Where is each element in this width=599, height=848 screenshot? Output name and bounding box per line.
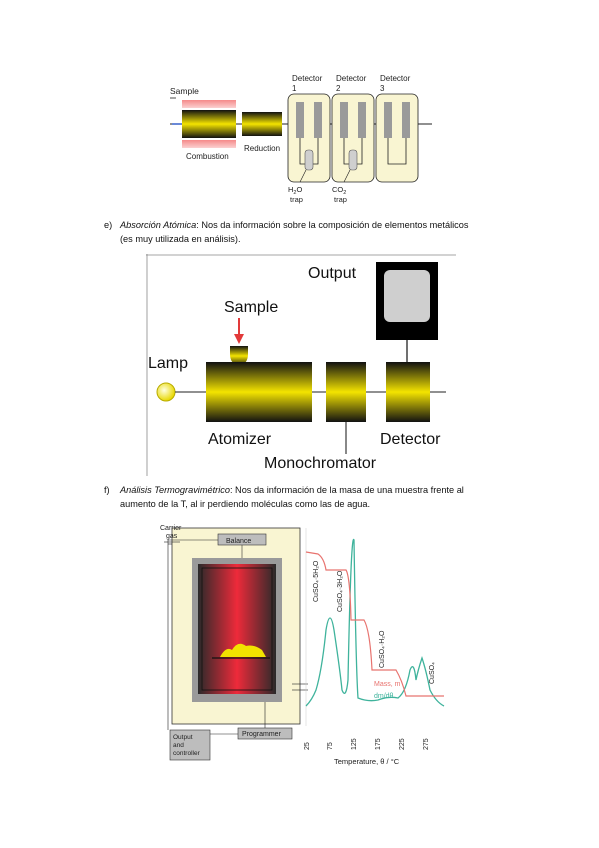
mass-curve bbox=[305, 551, 444, 697]
atomizer-block bbox=[206, 362, 312, 422]
derivative-label: dm/dθ bbox=[374, 693, 394, 700]
svg-text:Output: Output bbox=[173, 734, 193, 741]
xtick-3: 175 bbox=[375, 738, 382, 750]
xtick-0: 25 bbox=[304, 742, 311, 750]
svg-text:gas: gas bbox=[166, 533, 178, 540]
svg-text:Detector: Detector bbox=[336, 74, 367, 83]
detector-3: Detector 3 bbox=[375, 74, 419, 183]
monochromator-label: Monochromator bbox=[264, 455, 377, 472]
svg-text:Carrier: Carrier bbox=[160, 525, 182, 532]
thermogram: CuSO₄·5H₂O CuSO₄·3H₂O CuSO₄·H₂O CuSO₄ Ma… bbox=[304, 528, 445, 766]
svg-text:and: and bbox=[173, 742, 184, 749]
svg-text:controller: controller bbox=[173, 750, 201, 757]
detector-block bbox=[386, 362, 430, 422]
svg-text:CuSO₄·5H₂O: CuSO₄·5H₂O bbox=[313, 560, 320, 602]
svg-text:Programmer: Programmer bbox=[242, 731, 282, 738]
xtick-5: 275 bbox=[423, 738, 430, 750]
svg-text:CuSO₄: CuSO₄ bbox=[429, 662, 436, 684]
svg-text:trap: trap bbox=[334, 195, 347, 204]
svg-text:trap: trap bbox=[290, 195, 303, 204]
output-controller-box bbox=[169, 729, 211, 761]
detector-label: Detector bbox=[380, 431, 441, 448]
x-axis-label: Temperature, θ / °C bbox=[334, 757, 400, 766]
svg-text:2: 2 bbox=[336, 84, 341, 93]
xtick-1: 75 bbox=[327, 742, 334, 750]
monochromator-block bbox=[326, 362, 366, 422]
svg-text:1: 1 bbox=[292, 84, 297, 93]
output-label: Output bbox=[308, 265, 357, 282]
detector-2: Detector 2 bbox=[331, 74, 375, 183]
tga-diagram: Carrier gas Balance Output and controlle… bbox=[160, 525, 445, 766]
lamp-icon bbox=[156, 382, 176, 402]
elemental-analyzer-diagram: Sample Combustion Reduction Detector 1 D… bbox=[170, 74, 432, 204]
xtick-2: 125 bbox=[351, 738, 358, 750]
reduction-label: Reduction bbox=[244, 144, 280, 153]
atomizer-label: Atomizer bbox=[208, 431, 272, 448]
sample-label: Sample bbox=[224, 299, 278, 316]
svg-text:CuSO₄·H₂O: CuSO₄·H₂O bbox=[379, 630, 386, 668]
xtick-4: 225 bbox=[399, 738, 406, 750]
mass-label: Mass, m bbox=[374, 681, 401, 688]
sample-label: Sample bbox=[170, 86, 199, 96]
trap-1-label: H2O bbox=[288, 185, 302, 196]
trap-2-label: CO2 bbox=[332, 185, 346, 196]
section-e-text: e)Absorción Atómica: Nos da información … bbox=[104, 220, 469, 244]
svg-text:CuSO₄·3H₂O: CuSO₄·3H₂O bbox=[337, 570, 344, 612]
lamp-label: Lamp bbox=[148, 355, 188, 372]
derivative-curve bbox=[305, 538, 445, 707]
combustion-label: Combustion bbox=[186, 152, 229, 161]
svg-text:3: 3 bbox=[380, 84, 385, 93]
atomic-absorption-diagram: Output Sample Lamp Atomizer Monochromato… bbox=[146, 254, 456, 476]
svg-text:Detector: Detector bbox=[292, 74, 323, 83]
detector-1: Detector 1 bbox=[287, 74, 331, 183]
section-f-text: f)Análisis Termogravimétrico: Nos da inf… bbox=[104, 485, 464, 509]
svg-text:Balance: Balance bbox=[226, 538, 251, 545]
svg-text:Detector: Detector bbox=[380, 74, 411, 83]
